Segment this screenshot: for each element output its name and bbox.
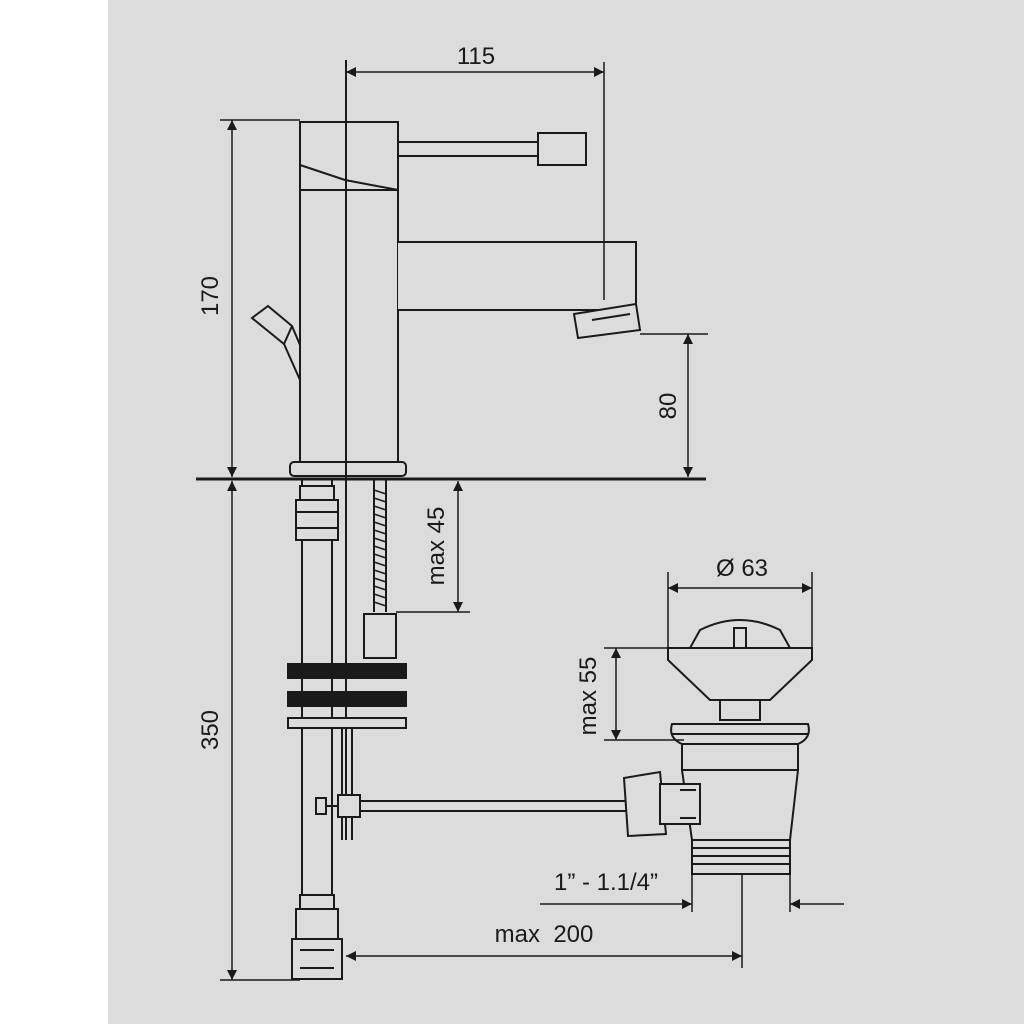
faucet-lever: [397, 132, 587, 166]
popup-rod-knob: [250, 304, 301, 381]
dim-max45-label: max 45: [423, 507, 450, 586]
mounting-washers: [287, 663, 407, 729]
dim-thread-label: 1” - 1.1/4”: [554, 869, 658, 896]
dim-max55-label: max 55: [575, 657, 602, 736]
faucet-body: [289, 121, 407, 477]
dim-350-label: 350: [197, 710, 224, 750]
dim-80-label: 80: [655, 393, 682, 420]
popup-linkage: [315, 728, 630, 840]
waste-drain: [622, 619, 813, 875]
mounting-stud: [363, 480, 397, 659]
dim-115-label: 115: [457, 43, 495, 70]
drawing-panel: [108, 0, 1024, 1024]
faucet-spout: [398, 241, 642, 340]
dimension-lines: [196, 62, 844, 981]
dim-170-label: 170: [197, 276, 224, 316]
dim-max200-label: max 200: [495, 921, 594, 948]
dim-dia63-label: Ø 63: [716, 555, 768, 582]
